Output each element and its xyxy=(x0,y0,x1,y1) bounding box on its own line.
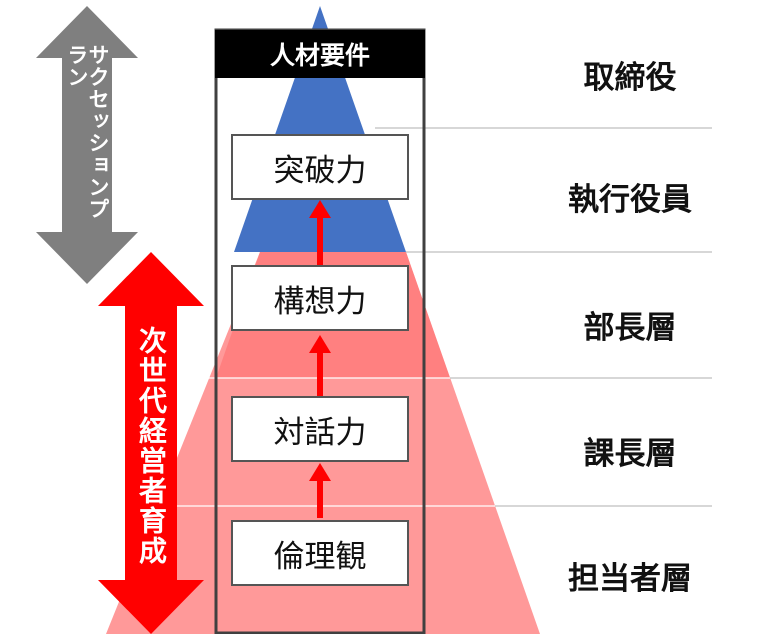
level-label-kacho: 課長層 xyxy=(583,436,677,472)
step-arrow-2 xyxy=(309,335,331,396)
succession-arrow-label: サクセッションプラン xyxy=(65,44,110,220)
level-label-bucho: 部長層 xyxy=(583,310,677,346)
level-label-shikko-yakuin: 執行役員 xyxy=(568,182,692,218)
nextgen-arrow-label: 次世代経営者育成 xyxy=(135,326,168,566)
requirement-box-taiwa: 対話力 xyxy=(231,396,409,462)
level-label-torishimariyaku: 取締役 xyxy=(583,60,677,96)
step-arrow-1 xyxy=(309,463,331,518)
step-arrow-3 xyxy=(309,200,331,265)
level-label-tanto: 担当者層 xyxy=(568,561,692,597)
requirements-header: 人材要件 xyxy=(215,30,425,78)
succession-arrow xyxy=(36,6,138,284)
requirement-box-koso: 構想力 xyxy=(231,265,409,331)
requirement-box-toppa: 突破力 xyxy=(231,134,409,200)
requirement-box-rinri: 倫理観 xyxy=(231,520,409,586)
nextgen-arrow xyxy=(98,252,204,634)
